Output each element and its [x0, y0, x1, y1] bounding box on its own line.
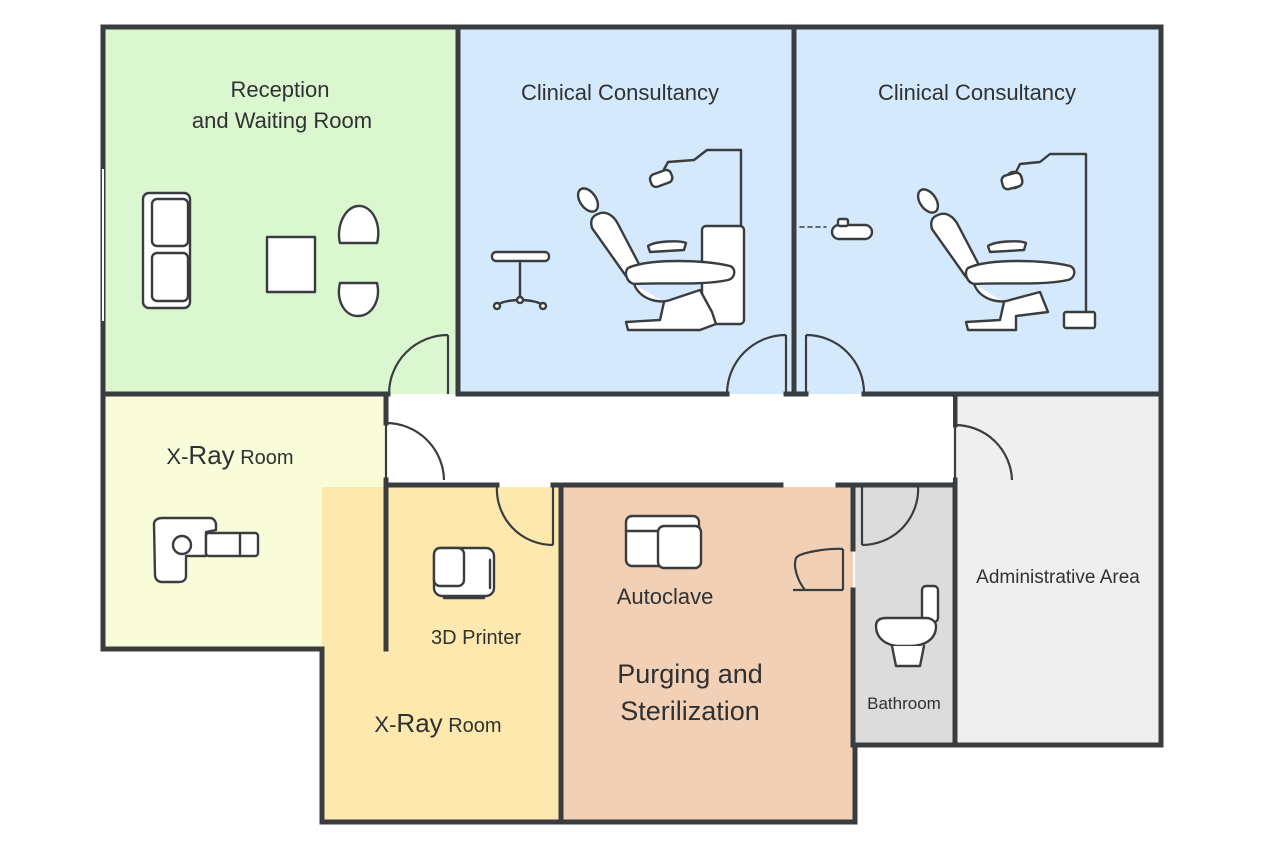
chair-icon [337, 204, 380, 245]
xray-lower-prefix: X- [374, 712, 396, 737]
xray-upper-emph: Ray [188, 440, 234, 470]
clinical-left-fill [458, 27, 794, 394]
walls [100, 24, 1164, 825]
sterilization-title-line1: Purging and [617, 659, 763, 689]
printer-label: 3D Printer [431, 627, 521, 649]
3d-printer-icon [432, 546, 496, 600]
autoclave-icon [624, 514, 703, 570]
xray-lower-title: X-Ray Room [374, 708, 501, 738]
clinical-left-title: Clinical Consultancy [521, 80, 719, 105]
clinical-right-title: Clinical Consultancy [878, 80, 1076, 105]
admin-label: Administrative Area [976, 567, 1140, 588]
chair-icon [337, 281, 380, 318]
sink-icon [799, 217, 874, 241]
stool-icon [490, 250, 551, 311]
dental-chair-icon [916, 188, 1076, 332]
sterilization-fill [563, 487, 853, 822]
xray-machine-icon [152, 516, 260, 584]
autoclave-label: Autoclave [617, 584, 714, 609]
sofa-icon [141, 191, 192, 310]
dental-lamp-icon [1000, 152, 1097, 330]
reception-title-line1: Reception [230, 77, 329, 102]
xray-upper-title: X-Ray Room [166, 440, 293, 470]
toilet-icon [874, 584, 940, 668]
door-swing-icon [384, 333, 1014, 592]
admin-fill [955, 396, 1161, 745]
xray-lower-suffix: Room [443, 715, 502, 737]
dental-chair-icon [576, 187, 736, 332]
bathroom-label: Bathroom [867, 694, 941, 713]
clinical-right-fill [794, 27, 1161, 394]
xray-upper-suffix: Room [235, 447, 294, 469]
reception-title-line2: and Waiting Room [192, 108, 372, 133]
sterilization-title-line2: Sterilization [620, 696, 760, 726]
xray-upper-prefix: X- [166, 444, 188, 469]
hallway [389, 397, 953, 482]
xray-lower-emph: Ray [396, 708, 442, 738]
xray-lower-fill [322, 487, 561, 822]
table-icon [265, 235, 317, 294]
